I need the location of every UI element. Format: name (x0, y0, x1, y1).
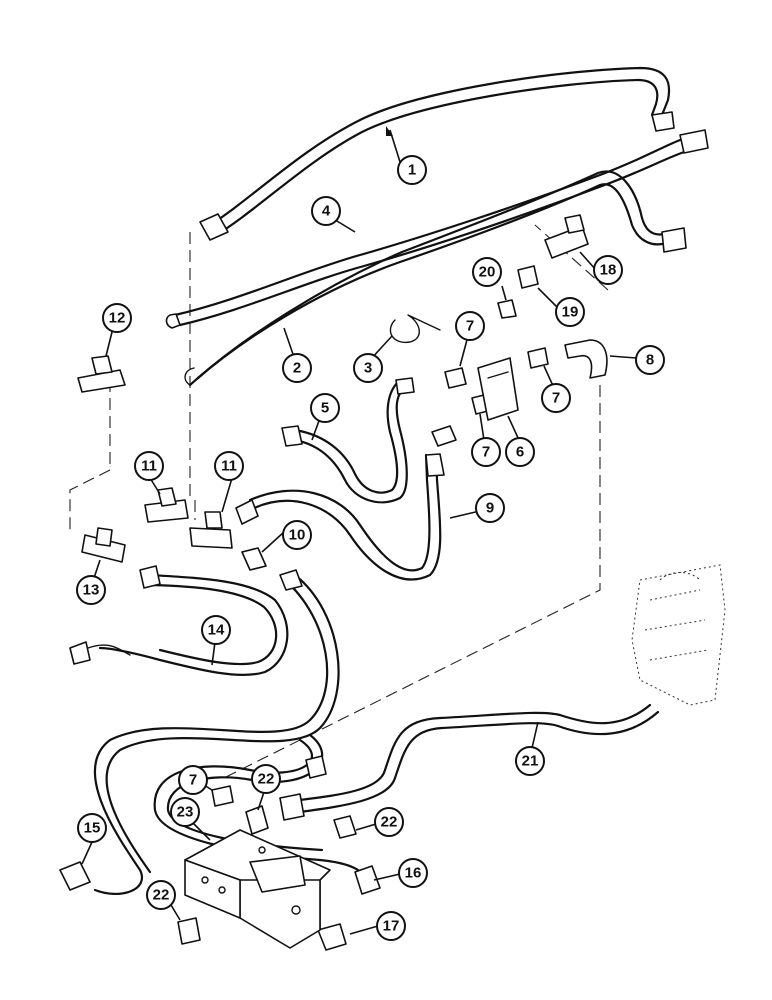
hose-15 (59, 569, 340, 895)
tee-13 (81, 527, 126, 563)
svg-text:22: 22 (381, 814, 398, 831)
svg-text:16: 16 (405, 865, 422, 882)
svg-text:18: 18 (600, 262, 617, 279)
callout-15: 15 (77, 813, 107, 843)
svg-text:7: 7 (482, 444, 490, 461)
callout-17: 17 (376, 911, 406, 941)
callout-12: 12 (102, 303, 132, 333)
pipe-1-nut-left (199, 213, 229, 241)
tee-11b (189, 511, 233, 549)
callout-14: 14 (201, 615, 231, 645)
svg-text:2: 2 (293, 360, 301, 377)
callout-6: 6 (505, 437, 535, 467)
svg-text:21: 21 (522, 753, 539, 770)
strap-3 (389, 314, 441, 344)
callout-7: 7 (178, 765, 208, 795)
elbow-17 (317, 923, 347, 951)
svg-text:11: 11 (221, 458, 237, 475)
fitting-19 (517, 265, 539, 289)
fitting-7 (211, 347, 549, 807)
svg-text:7: 7 (189, 772, 197, 789)
callout-13: 13 (76, 575, 106, 605)
svg-text:11: 11 (141, 458, 157, 475)
pipe-2-nut (661, 227, 687, 253)
callout-7: 7 (471, 437, 501, 467)
callout-1: 1 (397, 155, 427, 185)
callout-20: 20 (472, 257, 502, 287)
callout-16: 16 (398, 858, 428, 888)
pipe-4-nut (679, 129, 709, 154)
elbow-8 (564, 339, 608, 379)
callout-7: 7 (541, 383, 571, 413)
callout-3: 3 (353, 353, 383, 383)
fitting-20 (497, 299, 517, 319)
callout-7: 7 (455, 311, 485, 341)
elbow-22 (177, 805, 357, 945)
fitting-15 (59, 861, 91, 891)
pipe-1 (199, 66, 675, 241)
callout-2: 2 (282, 353, 312, 383)
callout-22: 22 (251, 764, 281, 794)
svg-text:17: 17 (383, 918, 400, 935)
svg-text:7: 7 (552, 390, 560, 407)
svg-text:22: 22 (258, 771, 275, 788)
pipe-21 (279, 703, 660, 821)
callout-11: 11 (134, 451, 164, 481)
block-6 (477, 357, 519, 421)
svg-text:7: 7 (466, 318, 474, 335)
callout-4: 4 (311, 196, 341, 226)
callout-8: 8 (635, 345, 665, 375)
tee-18 (544, 214, 589, 259)
callout-23: 23 (170, 797, 200, 827)
callout-5: 5 (310, 393, 340, 423)
assembly-guide-lines (69, 224, 609, 781)
svg-text:23: 23 (177, 804, 194, 821)
hose-5 (281, 377, 415, 504)
callout-21: 21 (515, 746, 545, 776)
tee-11a (144, 487, 189, 523)
svg-text:14: 14 (208, 622, 225, 639)
pipe-1-nut-right (651, 111, 675, 132)
callout-11: 11 (214, 451, 244, 481)
svg-text:10: 10 (289, 527, 306, 544)
svg-text:13: 13 (83, 582, 100, 599)
svg-text:15: 15 (84, 820, 101, 837)
svg-text:9: 9 (486, 500, 494, 517)
svg-text:3: 3 (364, 360, 372, 377)
pipe-4 (165, 129, 709, 329)
callout-22: 22 (374, 807, 404, 837)
svg-text:22: 22 (153, 887, 170, 904)
svg-text:1: 1 (408, 162, 416, 179)
elbow-10 (241, 547, 267, 571)
callout-22: 22 (146, 880, 176, 910)
pipe-2 (184, 170, 687, 387)
svg-text:5: 5 (321, 400, 329, 417)
svg-text:4: 4 (322, 203, 331, 220)
svg-text:12: 12 (109, 310, 126, 327)
callout-18: 18 (593, 255, 623, 285)
callout-9: 9 (475, 493, 505, 523)
svg-text:6: 6 (516, 444, 524, 461)
svg-text:19: 19 (562, 304, 579, 321)
callout-10: 10 (282, 520, 312, 550)
tee-12 (77, 355, 126, 393)
valve-block-23 (184, 829, 331, 949)
svg-text:20: 20 (479, 264, 496, 281)
callout-19: 19 (555, 297, 585, 327)
svg-text:8: 8 (646, 352, 654, 369)
hose-9 (235, 425, 457, 581)
control-valve-ghost (631, 564, 726, 706)
